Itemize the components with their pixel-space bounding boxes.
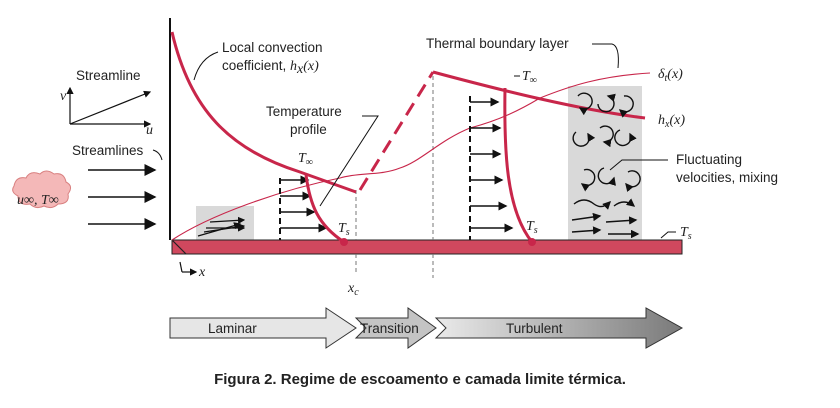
laminar-eddy-lines: [197, 216, 246, 237]
local-convection-label-1: Local convection: [222, 40, 323, 55]
temp-profile-leader: [319, 115, 379, 207]
fluctuating-label-2: velocities, mixing: [676, 170, 778, 185]
t-inf-left-label: T∞: [298, 151, 313, 168]
hx-laminar-curve: [170, 31, 357, 194]
t-s-right-label: Ts: [680, 225, 692, 242]
laminar-temperature-profile: [279, 174, 348, 246]
t-s-mid-label: Ts: [526, 219, 538, 236]
laminar-eddy-zone: [196, 206, 254, 240]
laminar-arrow: [169, 307, 357, 349]
ts-right-leader: [660, 231, 676, 239]
streamline-label: Streamline: [76, 68, 141, 83]
hx-transition-dashed: [358, 71, 435, 191]
regime-arrows: Laminar Transition Turbulent: [169, 307, 684, 349]
figure-caption: Figura 2. Regime de escoamento e camada …: [214, 371, 626, 388]
thermal-boundary-layer-line: [171, 72, 651, 241]
streamlines-label: Streamlines: [72, 143, 144, 158]
laminar-label: Laminar: [208, 321, 257, 336]
plate-edge: [171, 239, 187, 255]
temperature-profile-label-1: Temperature: [266, 104, 342, 119]
local-convection-label-2: coefficient, hx(x): [222, 58, 319, 77]
fluctuating-leader: [609, 159, 668, 171]
thermal-bl-leader: [592, 43, 619, 69]
turbulent-temperature-profile: [469, 87, 536, 246]
streamlines-leader: [152, 149, 163, 161]
hx-right-label: hx(x): [658, 113, 685, 130]
t-s-left-label: Ts: [338, 221, 350, 238]
free-stream-cloud: [12, 170, 72, 209]
turbulent-label: Turbulent: [506, 321, 563, 336]
turbulent-arrow: [434, 307, 684, 349]
delta-t-label: δt(x): [658, 67, 683, 84]
v-label: v: [60, 89, 67, 104]
temperature-profile-label-2: profile: [290, 122, 327, 137]
xc-label: xc: [347, 281, 359, 298]
turbulent-eddies: [571, 92, 641, 239]
streamline-arrow: [69, 90, 152, 125]
t-inf-right-label: T∞: [522, 69, 537, 86]
fluctuating-label-1: Fluctuating: [676, 152, 742, 167]
x-axis-label: x: [198, 265, 206, 280]
x-axis-arrow: [179, 261, 183, 273]
thermal-boundary-layer-label: Thermal boundary layer: [426, 36, 569, 51]
transition-arrow: [354, 307, 437, 349]
transition-label: Transition: [360, 321, 419, 336]
heated-plate: [171, 239, 683, 255]
u-label: u: [146, 123, 153, 138]
free-stream-label: u∞, T∞: [17, 193, 59, 208]
local-conv-leader: [193, 51, 219, 81]
